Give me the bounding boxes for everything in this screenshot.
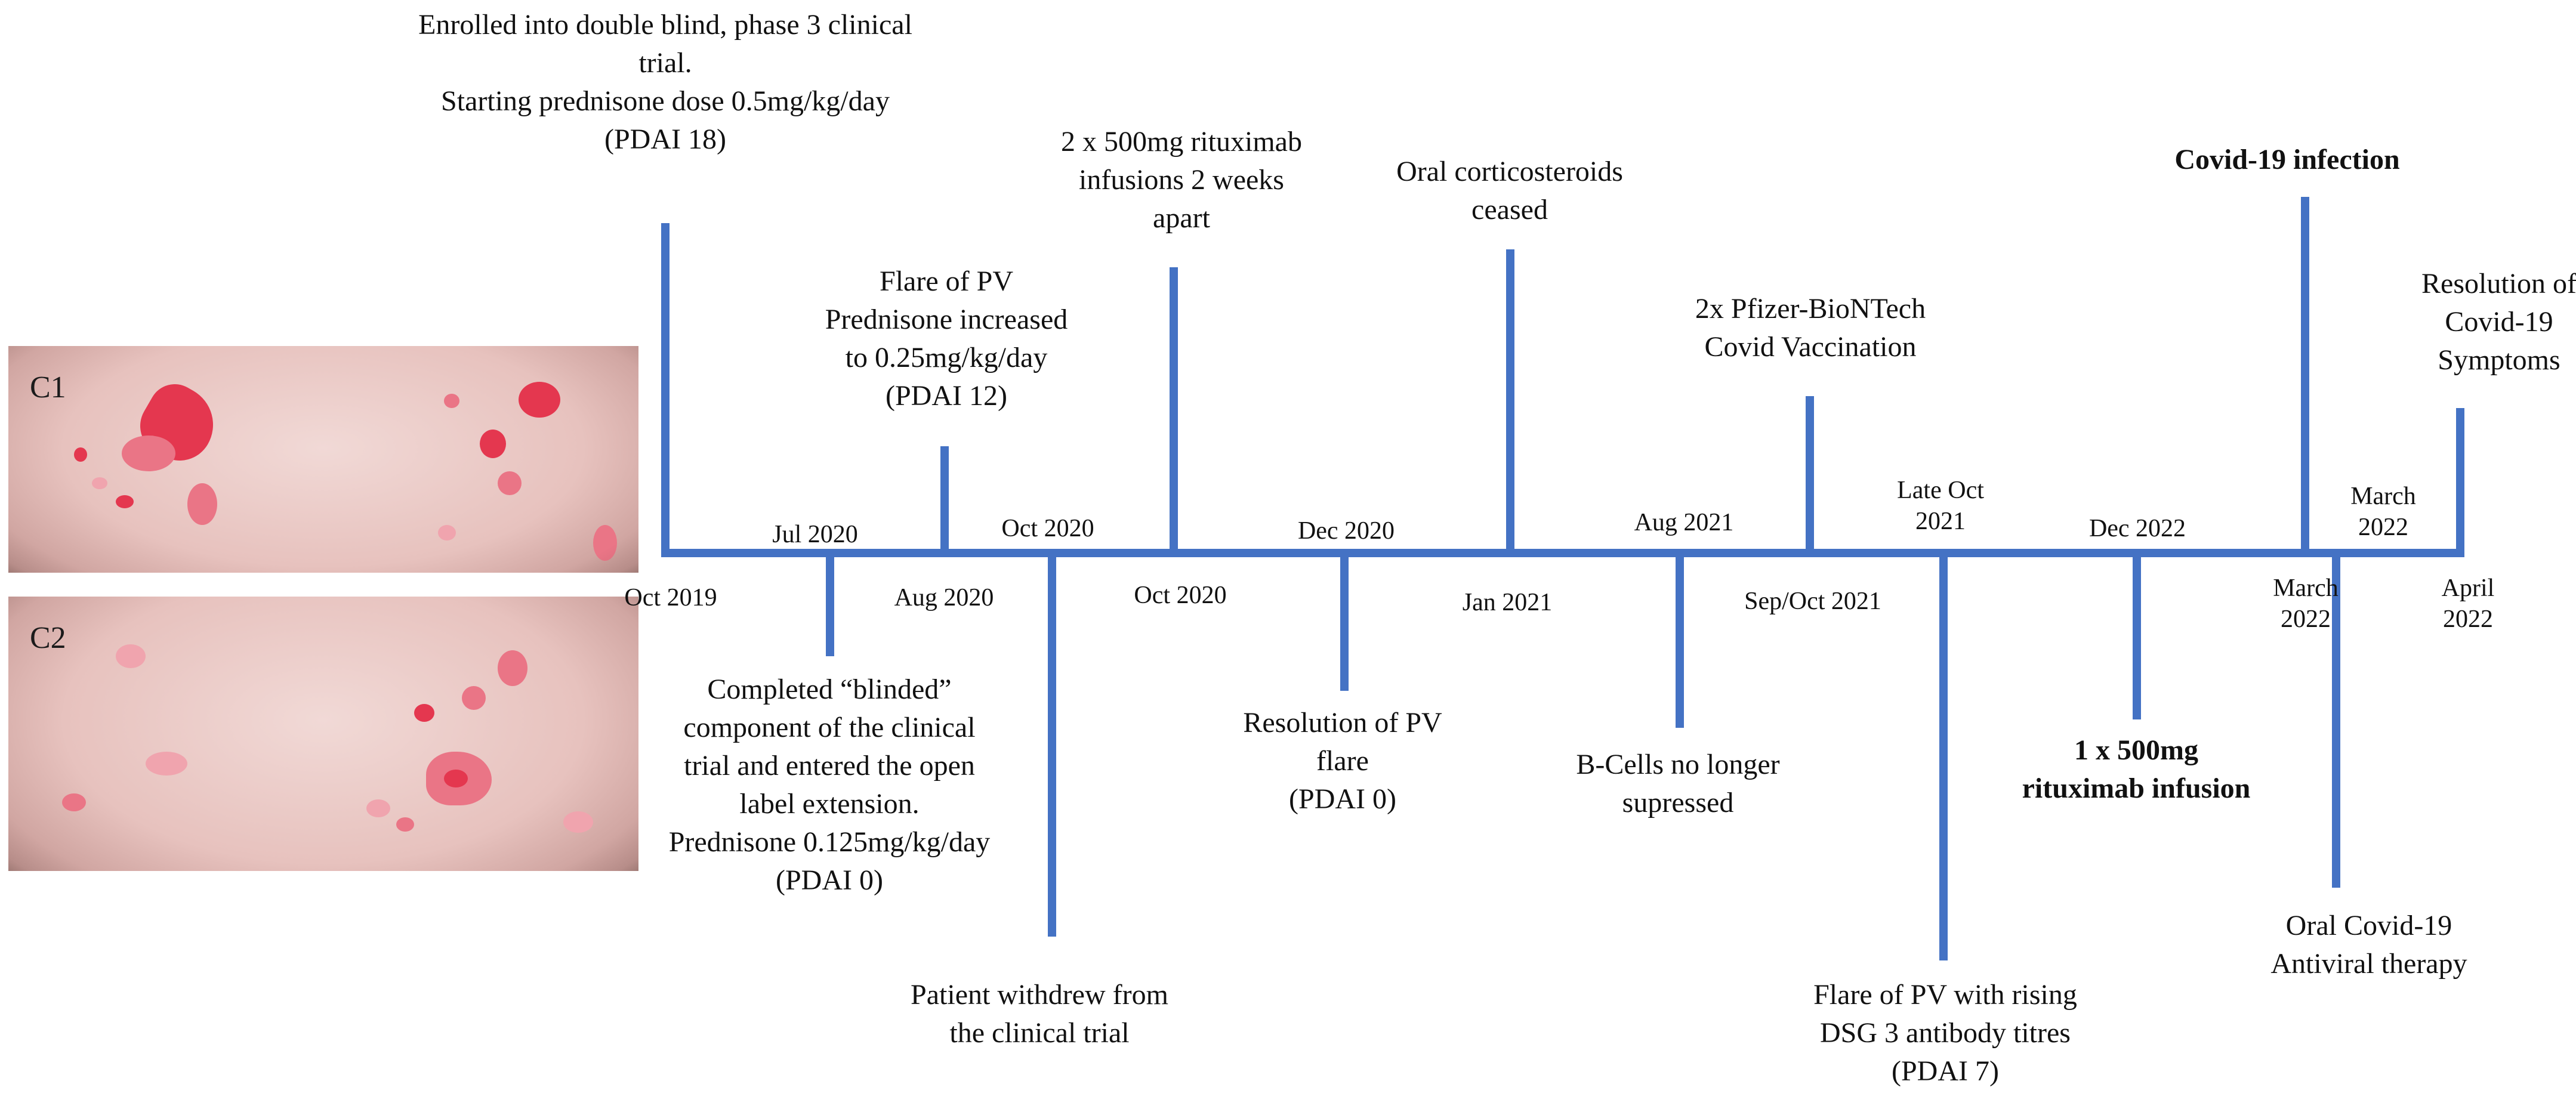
- clinical-photo-c1: C1: [8, 346, 638, 573]
- tick-above-3: [1170, 267, 1178, 557]
- event-above-6: Covid-19 infection: [2174, 144, 2400, 175]
- date-upper-3: Dec 2020: [1297, 517, 1395, 545]
- event-below-4: B-Cells no longer supressed: [1576, 749, 1780, 818]
- tick-above-7: [2456, 408, 2464, 557]
- date-lower-7: April 2022: [2441, 574, 2495, 633]
- tick-above-5: [1806, 396, 1814, 557]
- tick-above-4: [1506, 249, 1514, 557]
- tick-below-4: [1676, 549, 1684, 728]
- date-upper-4: Aug 2021: [1634, 509, 1734, 536]
- event-below-6: 1 x 500mg rituximab infusion: [2022, 734, 2251, 804]
- date-upper-2: Oct 2020: [1001, 515, 1094, 542]
- event-below-2: Patient withdrew from the clinical trial: [911, 979, 1168, 1049]
- tick-above-6: [2301, 197, 2309, 557]
- photo-label-c2: C2: [30, 621, 66, 655]
- event-below-5: Flare of PV with rising DSG 3 antibody t…: [1813, 979, 2077, 1087]
- tick-below-5: [1939, 549, 1948, 960]
- tick-below-1: [826, 549, 834, 656]
- tick-below-6: [2133, 549, 2141, 719]
- event-above-3: 2 x 500mg rituximab infusions 2 weeks ap…: [1061, 126, 1302, 234]
- event-below-1: Completed “blinded” component of the cli…: [668, 674, 991, 896]
- tick-below-3: [1340, 549, 1349, 691]
- photo-label-c1: C1: [30, 370, 66, 404]
- tick-below-2: [1048, 549, 1056, 937]
- event-above-5: 2x Pfizer-BioNTech Covid Vaccination: [1695, 293, 1926, 363]
- date-upper-6: Dec 2022: [2088, 515, 2186, 542]
- event-above-1: Enrolled into double blind, phase 3 clin…: [418, 9, 912, 155]
- date-upper-5: Late Oct 2021: [1897, 477, 1984, 535]
- date-lower-1: Oct 2019: [624, 584, 717, 611]
- date-upper-7: March 2022: [2350, 483, 2416, 541]
- event-above-4: Oral corticosteroids ceased: [1396, 156, 1623, 226]
- date-upper-1: Jul 2020: [772, 521, 858, 548]
- event-below-7: Oral Covid-19 Antiviral therapy: [2270, 910, 2467, 980]
- event-below-3: Resolution of PV flare (PDAI 0): [1243, 707, 1442, 815]
- event-above-2: Flare of PV Prednisone increased to 0.25…: [825, 265, 1068, 412]
- date-lower-6: March 2022: [2273, 574, 2339, 633]
- date-lower-3: Oct 2020: [1134, 582, 1227, 609]
- tick-below-7: [2332, 549, 2340, 888]
- date-lower-2: Aug 2020: [894, 584, 994, 611]
- event-above-7: Resolution of Covid-19 Symptoms: [2421, 268, 2576, 376]
- tick-above-2: [940, 446, 949, 557]
- date-lower-4: Jan 2021: [1462, 589, 1553, 616]
- date-lower-5: Sep/Oct 2021: [1744, 588, 1881, 615]
- clinical-photo-c2: C2: [8, 597, 638, 871]
- timeline-axis: [661, 549, 2461, 557]
- tick-above-1: [661, 223, 670, 557]
